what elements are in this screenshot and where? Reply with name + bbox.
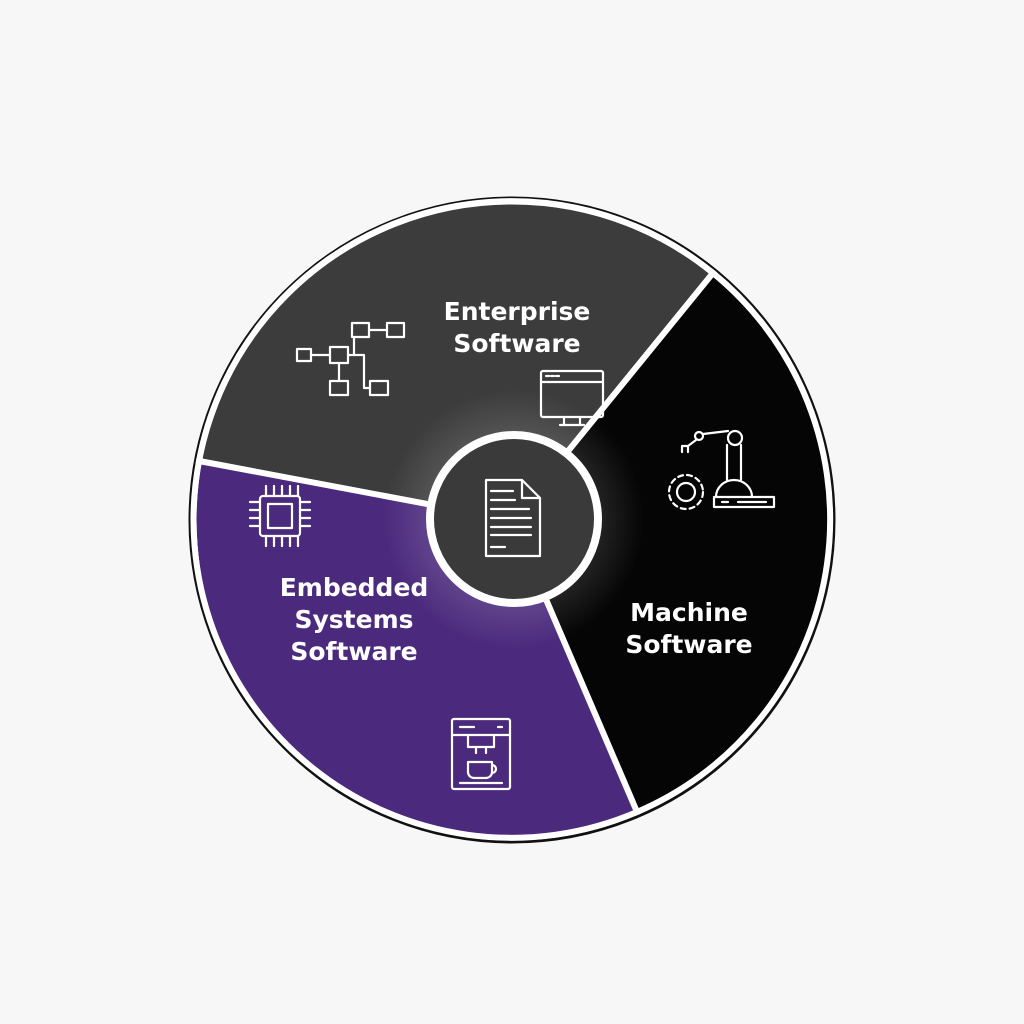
monitor-icon	[539, 369, 605, 427]
label-line: Systems	[294, 605, 414, 634]
coffee-machine-icon	[450, 717, 512, 791]
label-line: Embedded	[279, 573, 429, 602]
segment-label-machine: Machine Software	[625, 597, 752, 661]
label-line: Software	[453, 329, 581, 358]
microchip-icon	[248, 484, 312, 548]
label-line: Machine	[630, 598, 748, 627]
label-line: Software	[290, 637, 418, 666]
label-line: Software	[625, 630, 753, 659]
label-line: Enterprise	[443, 297, 591, 326]
segment-label-enterprise: Enterprise Software	[444, 296, 591, 360]
robot-arm-icon	[667, 429, 776, 511]
segment-label-embedded: Embedded Systems Software	[280, 572, 429, 668]
document-icon	[484, 478, 542, 558]
flowchart-icon	[295, 321, 406, 397]
